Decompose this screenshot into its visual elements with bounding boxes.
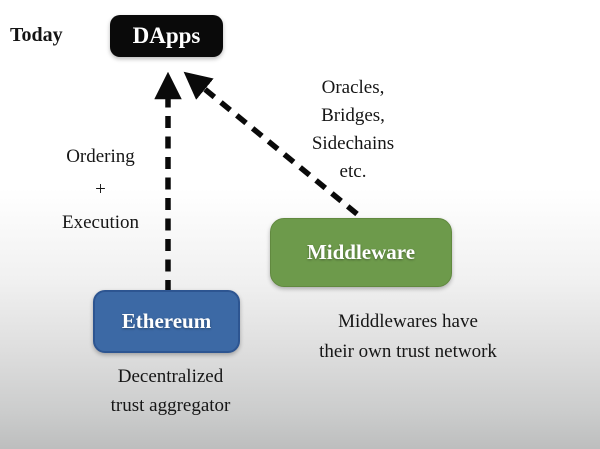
edge-label-ordering-execution: Ordering + Execution [61, 146, 140, 233]
node-dapps-label: DApps [132, 23, 201, 48]
node-middleware: Middleware [270, 218, 452, 287]
today-label: Today [10, 24, 63, 46]
node-middleware-label: Middleware [306, 240, 416, 264]
node-dapps: DApps [110, 15, 223, 57]
node-ethereum: Ethereum [93, 290, 240, 353]
edge-label-oracles-bridges-sidechains: Oracles, Bridges, Sidechains etc. [311, 77, 395, 182]
note-decentralized-trust-aggregator: Decentralized trust aggregator [110, 366, 231, 416]
node-ethereum-label: Ethereum [121, 309, 212, 333]
note-middleware-trust-network: Middlewares have their own trust network [319, 311, 497, 362]
